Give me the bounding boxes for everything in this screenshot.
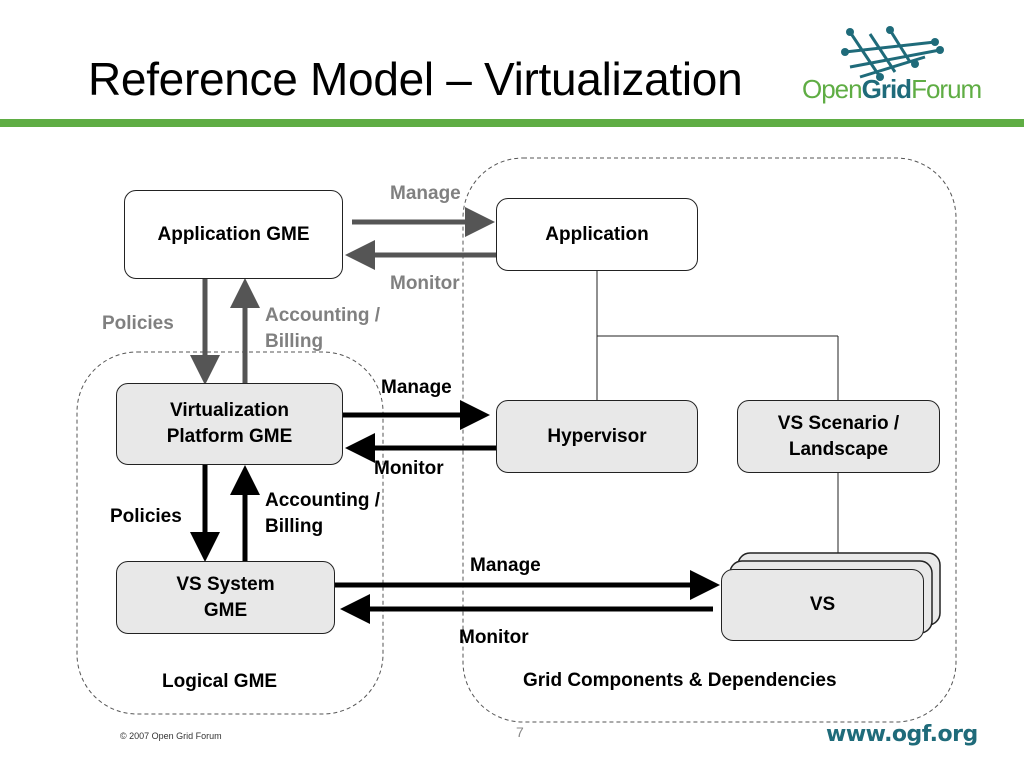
vs-scenario-node[interactable]: VS Scenario / Landscape	[737, 400, 940, 473]
mid-monitor-label: Monitor	[374, 458, 444, 479]
grid-network-icon	[841, 26, 944, 81]
logical-gme-group-label: Logical GME	[162, 671, 278, 692]
vs-system-gme-label: VS System GME	[176, 573, 275, 621]
bottom-monitor-label: Monitor	[459, 627, 529, 648]
vs-node[interactable]: VS	[721, 569, 924, 641]
virtualization-platform-gme-label: Virtualization Platform GME	[166, 400, 293, 447]
logo-text-forum: Forum	[911, 74, 982, 104]
application-gme-node[interactable]: Application GME	[124, 190, 343, 279]
application-gme-label: Application GME	[157, 223, 310, 245]
ogf-url[interactable]: www.ogf.org	[826, 722, 978, 747]
hypervisor-node[interactable]: Hypervisor	[496, 400, 698, 473]
grid-components-group-label: Grid Components & Dependencies	[523, 670, 837, 691]
mid-manage-label: Manage	[381, 377, 452, 398]
title-divider	[0, 119, 1024, 127]
logical-gme-group	[76, 351, 384, 715]
top-accounting-label: Accounting / Billing	[265, 305, 381, 352]
vs-scenario-label: VS Scenario / Landscape	[777, 412, 900, 460]
copyright: © 2007 Open Grid Forum	[120, 731, 222, 741]
virtualization-platform-gme-node[interactable]: Virtualization Platform GME	[116, 383, 343, 465]
mid-accounting-label: Accounting / Billing	[265, 490, 381, 537]
page-number: 7	[516, 724, 524, 740]
mid-policies-label: Policies	[110, 506, 182, 527]
logo-text-open: Open	[802, 74, 863, 104]
hypervisor-label: Hypervisor	[547, 425, 647, 447]
ogf-logo: OpenGridForum	[802, 74, 982, 105]
top-monitor-label: Monitor	[390, 273, 460, 294]
logo-text-grid: Grid	[861, 74, 912, 104]
application-node[interactable]: Application	[496, 198, 698, 271]
top-policies-label: Policies	[102, 313, 174, 334]
slide-title: Reference Model – Virtualization	[88, 53, 743, 105]
dependency-lines	[596, 270, 839, 554]
application-label: Application	[545, 223, 649, 245]
vs-label: VS	[809, 594, 836, 616]
top-manage-label: Manage	[390, 183, 461, 204]
vs-system-gme-node[interactable]: VS System GME	[116, 561, 335, 634]
bottom-manage-label: Manage	[470, 555, 541, 576]
grid-components-group	[462, 157, 957, 723]
